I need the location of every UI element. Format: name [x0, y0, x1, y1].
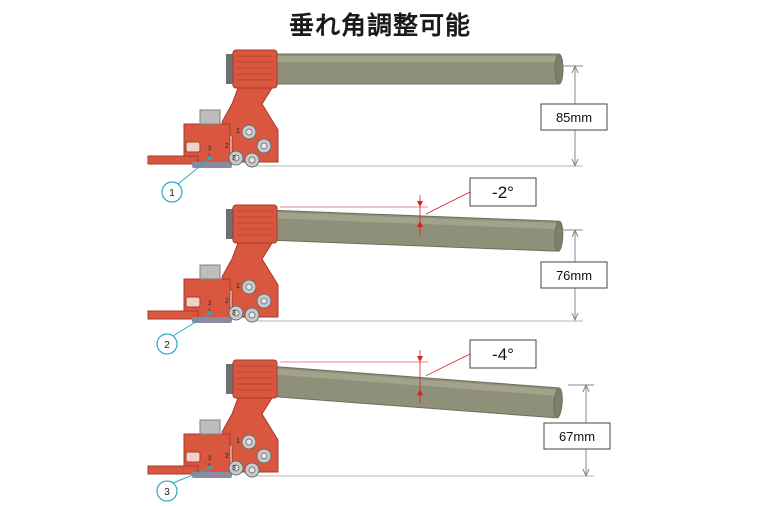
measurement-box	[540, 103, 608, 131]
angle-arrow-bottom	[417, 389, 423, 396]
bolt-3-center	[232, 154, 240, 162]
dim-arrow-bottom	[571, 312, 579, 322]
clamp-end-cap	[226, 364, 234, 394]
position-marker-label: 1	[169, 188, 175, 199]
base-slot	[185, 141, 201, 153]
bar-highlight	[230, 210, 561, 230]
marker-leader	[177, 157, 211, 185]
position-marker-label: 2	[164, 340, 170, 351]
page-title: 垂れ角調整可能	[288, 11, 471, 40]
clamp-end-cap	[226, 54, 234, 84]
position-marker	[161, 181, 183, 203]
angle-label: -2°	[492, 183, 514, 202]
handlebar	[229, 53, 564, 85]
bolt-3-center	[232, 464, 240, 472]
measurement-label: 85mm	[556, 110, 592, 125]
base-plate	[147, 465, 199, 475]
marker-leader	[172, 312, 211, 337]
angle-arrow-bottom	[417, 221, 423, 227]
bar-end	[554, 220, 564, 252]
handlebar	[228, 363, 563, 419]
position-marker-label: 3	[164, 487, 170, 498]
bolt-position-label: 2	[225, 143, 229, 150]
marker-dot	[208, 156, 212, 160]
base-slot	[185, 296, 201, 308]
clamp-end-cap	[226, 209, 234, 239]
angle-box	[469, 177, 537, 207]
top-nut	[199, 264, 221, 280]
bolt-3-center	[232, 309, 240, 317]
bar-end	[554, 53, 564, 85]
position-marker	[156, 333, 178, 355]
bar-highlight	[230, 56, 560, 62]
bolt-2-center	[260, 452, 268, 460]
bolt-position-label: 3	[232, 310, 236, 317]
bolt-position-label: 3	[232, 465, 236, 472]
measurement-box	[540, 261, 608, 289]
block-position-label: 3	[208, 146, 212, 152]
angle-box	[469, 339, 537, 369]
bolt-position-label: 3	[232, 155, 236, 162]
bolt-1-center	[245, 128, 253, 136]
angle-leader	[425, 191, 471, 215]
bolt-position-label: 2	[225, 298, 229, 305]
bolt-position-label: 1	[236, 438, 240, 445]
bolt-4-center	[248, 311, 256, 319]
base-plate	[147, 155, 199, 165]
base-slot	[185, 451, 201, 463]
marker-leader	[172, 467, 211, 484]
bolt-position-label: 2	[225, 453, 229, 460]
marker-dot	[208, 311, 212, 315]
clamp-head	[232, 49, 278, 89]
dim-arrow-top	[571, 228, 579, 238]
top-nut	[199, 109, 221, 125]
handlebar	[229, 208, 564, 252]
base-pad	[192, 472, 232, 478]
top-nut	[199, 419, 221, 435]
measurement-label: 67mm	[559, 429, 595, 444]
dim-arrow-top	[571, 64, 579, 74]
bolt-position-label: 1	[236, 283, 240, 290]
bolt-2-center	[260, 297, 268, 305]
dim-arrow-top	[582, 383, 590, 393]
bolt-4-center	[248, 156, 256, 164]
marker-dot	[208, 466, 212, 470]
angle-arrow-top	[417, 356, 423, 362]
dim-arrow-bottom	[571, 158, 579, 168]
assembly-2-graphic: 12331276mm-2°	[147, 177, 608, 355]
assembly-2: 12331276mm-2°	[147, 177, 608, 355]
measurement-label: 76mm	[556, 268, 592, 283]
assembly-1-graphic: 12331185mm	[147, 49, 608, 203]
angle-label: -4°	[492, 345, 514, 364]
measurement-box	[543, 422, 611, 450]
bar-highlight	[230, 365, 561, 397]
bolt-2-center	[260, 142, 268, 150]
clamp-head	[232, 359, 278, 399]
bar-end	[553, 387, 563, 419]
clamp-head	[232, 204, 278, 244]
assembly-1: 12331185mm	[147, 49, 608, 203]
bolt-4-center	[248, 466, 256, 474]
position-marker	[156, 480, 178, 502]
assembly-3-graphic: 12331367mm-4°	[147, 339, 611, 502]
assembly-3: 12331367mm-4°	[147, 339, 611, 502]
bolt-1-center	[245, 283, 253, 291]
block-position-label: 3	[208, 456, 212, 462]
base-pad	[192, 162, 232, 168]
angle-leader	[425, 353, 471, 377]
angle-arrow-top	[417, 201, 423, 207]
base-plate	[147, 310, 199, 320]
block-position-label: 3	[208, 301, 212, 307]
bolt-1-center	[245, 438, 253, 446]
bolt-position-label: 1	[236, 128, 240, 135]
dim-arrow-bottom	[582, 468, 590, 478]
